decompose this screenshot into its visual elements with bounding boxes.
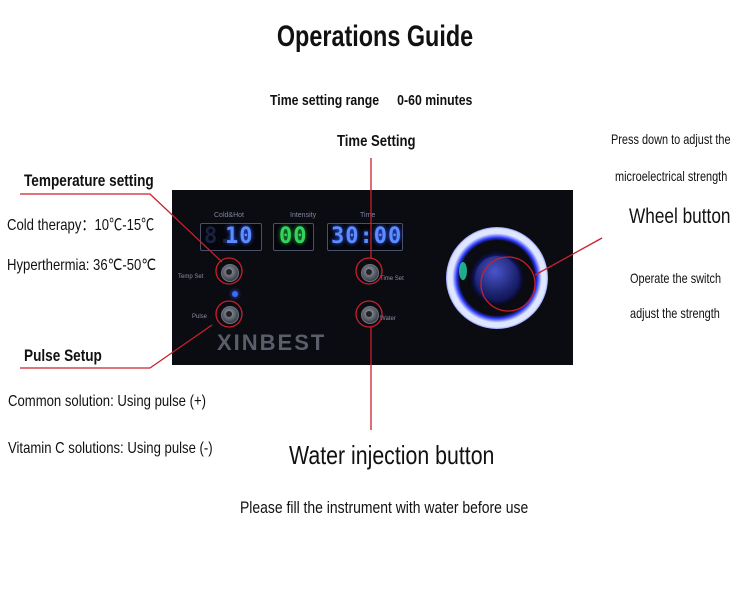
time-set-knob[interactable] xyxy=(361,264,379,282)
time-range-value: 0-60 minutes xyxy=(397,92,473,109)
time-setting-label: Time Setting xyxy=(337,133,416,150)
wheel-note-line3: Operate the switch xyxy=(630,270,722,286)
time-set-label: Time Set xyxy=(380,276,404,282)
wheel-note-line4: adjust the strength xyxy=(630,305,720,321)
wheel-note-line2: microelectrical strength xyxy=(615,168,728,184)
time-range-label: Time setting range xyxy=(270,92,380,109)
temperature-display-value: 10 xyxy=(225,224,254,249)
water-injection-knob[interactable] xyxy=(361,306,379,324)
time-range-text: Time setting range 0-60 minutes xyxy=(270,92,472,109)
vitamin-c-text: Vitamin C solutions: Using pulse (-) xyxy=(8,440,213,457)
water-fill-note: Please fill the instrument with water be… xyxy=(240,498,529,517)
cold-therapy-text: Cold therapy：10℃-15℃ xyxy=(7,217,155,234)
device-panel: Cold&Hot Intensity Time 8. 10 00 30:00 T… xyxy=(172,190,573,365)
pulse-setup-title: Pulse Setup xyxy=(24,346,102,365)
time-label: Time xyxy=(360,212,376,219)
intensity-display: 00 xyxy=(273,223,314,251)
water-injection-title: Water injection button xyxy=(289,440,495,470)
common-solution-text: Common solution: Using pulse (+) xyxy=(8,393,206,410)
pulse-label: Pulse xyxy=(192,314,208,320)
page-title: Operations Guide xyxy=(276,20,474,53)
hyperthermia-text: Hyperthermia: 36℃-50℃ xyxy=(7,257,157,274)
time-display-value: 30:00 xyxy=(331,224,403,249)
indicator-led xyxy=(232,291,238,297)
intensity-display-value: 00 xyxy=(279,224,308,249)
wheel-button-title: Wheel button xyxy=(629,205,731,228)
intensity-label: Intensity xyxy=(290,212,317,219)
temp-set-knob[interactable] xyxy=(221,264,239,282)
water-label: Water xyxy=(380,316,396,322)
wheel-glow xyxy=(459,262,467,280)
brand-logo: XINBEST xyxy=(217,330,327,355)
pulse-knob[interactable] xyxy=(221,306,239,324)
temperature-display: 8. 10 xyxy=(200,223,262,251)
time-display: 30:00 xyxy=(327,223,403,251)
wheel-knob[interactable] xyxy=(475,256,519,300)
temp-set-label: Temp Set xyxy=(178,274,204,280)
coldhot-label: Cold&Hot xyxy=(214,212,244,219)
wheel-note-line1: Press down to adjust the xyxy=(611,131,731,147)
temperature-setting-title: Temperature setting xyxy=(24,171,154,190)
